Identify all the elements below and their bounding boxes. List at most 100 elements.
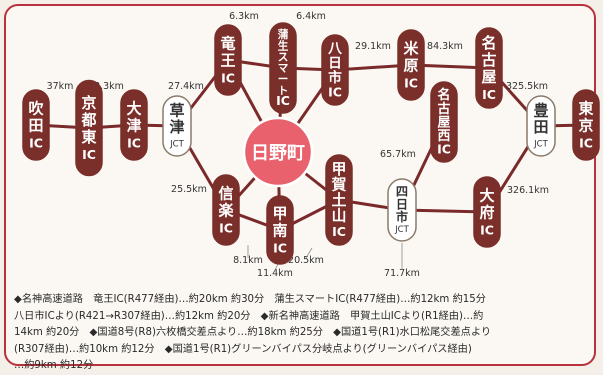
road-lines [34, 58, 588, 232]
distance-label: 84.3km [427, 41, 463, 52]
note-line-1: ◆名神高速道路 竜王IC(R477経由)…約20km 約30分 蒲生スマートIC… [14, 294, 486, 305]
node-label-char: 原 [403, 56, 418, 74]
node-kokatsuchiyama: 甲賀土山IC [325, 154, 353, 246]
node-label-char: 都 [80, 111, 96, 129]
node-label-char: 東 [81, 128, 96, 146]
hino-town-center: 日野町 [242, 116, 314, 188]
access-notes: ◆名神高速道路 竜王IC(R477経由)…約20km 約30分 蒲生スマートIC… [14, 292, 599, 375]
distance-label: 326.1km [507, 185, 549, 196]
distance-label: 37km [47, 81, 74, 92]
node-yokaichi: 八日市IC [321, 34, 349, 106]
node-label-char: 南 [272, 221, 287, 239]
node-label-char: 津 [169, 118, 184, 136]
note-line-5: …約9km 約12分 [14, 360, 94, 371]
node-ryuo: 竜王IC [214, 24, 242, 96]
node-label-char: 王 [220, 51, 235, 69]
node-label-char: 土 [332, 191, 347, 209]
node-label-char: 豊 [533, 102, 548, 120]
node-label-char: 米 [403, 39, 419, 57]
node-label-char: マ [278, 63, 289, 75]
node-label-char: 甲 [332, 161, 347, 178]
hino-town-label: 日野町 [251, 143, 305, 164]
node-label-char: 古 [438, 101, 451, 117]
node-label-char: 山 [332, 208, 347, 225]
node-label-char: 楽 [218, 201, 234, 219]
node-label-char: 名 [481, 34, 496, 52]
node-label-char: 蒲 [278, 28, 289, 41]
node-label-char: 西 [438, 129, 451, 144]
node-label-char: IC [328, 84, 342, 99]
node-label-char: 屋 [438, 115, 451, 130]
node-label-char: 市 [396, 209, 408, 224]
note-line-2: 八日市ICより(R421→R307経由)…約12km 約20分 ◆新名神高速道路… [14, 310, 484, 322]
node-label-char: IC [82, 147, 96, 162]
node-label-char: 市 [328, 69, 342, 86]
distance-label: 20.5km [288, 255, 324, 266]
distance-label: 27.4km [168, 81, 204, 92]
jct-label: JCT [394, 225, 409, 235]
node-label-char: IC [480, 222, 494, 237]
node-label-char: 四 [396, 185, 408, 199]
node-label-char: 古 [481, 51, 496, 69]
node-label-char: 吹 [28, 99, 44, 117]
node-label-char: IC [276, 93, 290, 108]
distance-label: 3.3km [94, 81, 124, 92]
node-label-char: 東 [578, 99, 593, 117]
node-label-char: 田 [28, 116, 43, 134]
distance-label: 11.4km [257, 268, 293, 279]
distance-label: 71.7km [384, 268, 420, 279]
node-label-char: IC [273, 240, 287, 255]
distance-label: 8.1km [233, 255, 263, 266]
node-label-char: 名 [438, 87, 451, 103]
node-label-char: IC [29, 135, 43, 150]
distance-label: 65.7km [380, 149, 416, 160]
distance-label: 25.5km [171, 184, 207, 195]
node-label-char: 府 [479, 203, 494, 221]
node-label-char: IC [482, 87, 496, 102]
node-label-char: ス [278, 51, 289, 63]
node-label-char: 草 [169, 102, 184, 120]
node-label-char: 日 [328, 55, 342, 71]
distance-label: 6.3km [229, 11, 259, 22]
node-label-char: IC [437, 142, 451, 157]
distance-pointer [305, 247, 313, 259]
node-label-char: ト [278, 85, 289, 97]
node-label-char: IC [579, 135, 593, 150]
interchange-nodes: 吹田IC京都東IC大津IC草津JCT竜王IC蒲生スマートIC八日市IC米原IC名… [22, 22, 600, 265]
node-label-char: 甲 [272, 204, 287, 222]
node-label-char: IC [404, 75, 418, 90]
node-label-char: IC [127, 135, 141, 150]
node-label-char: IC [221, 70, 235, 85]
node-label-char: 大 [126, 99, 141, 117]
distance-label: 29.1km [355, 41, 391, 52]
node-label-char: 屋 [481, 68, 496, 86]
node-label-char: 八 [327, 41, 342, 57]
node-label-char: 日 [396, 197, 408, 211]
node-label-char: 大 [479, 186, 494, 204]
node-label-char: 津 [126, 116, 141, 134]
node-label-char: 竜 [220, 34, 235, 52]
jct-label: JCT [169, 140, 184, 150]
node-label-char: 京 [81, 94, 96, 112]
node-label-char: IC [332, 224, 346, 239]
distance-label: 325.5km [506, 81, 548, 92]
node-label-char: ー [278, 74, 289, 86]
node-label-char: 田 [533, 118, 548, 136]
node-label-char: 賀 [331, 175, 347, 193]
node-label-char: IC [219, 220, 233, 235]
node-label-char: 京 [578, 116, 593, 134]
